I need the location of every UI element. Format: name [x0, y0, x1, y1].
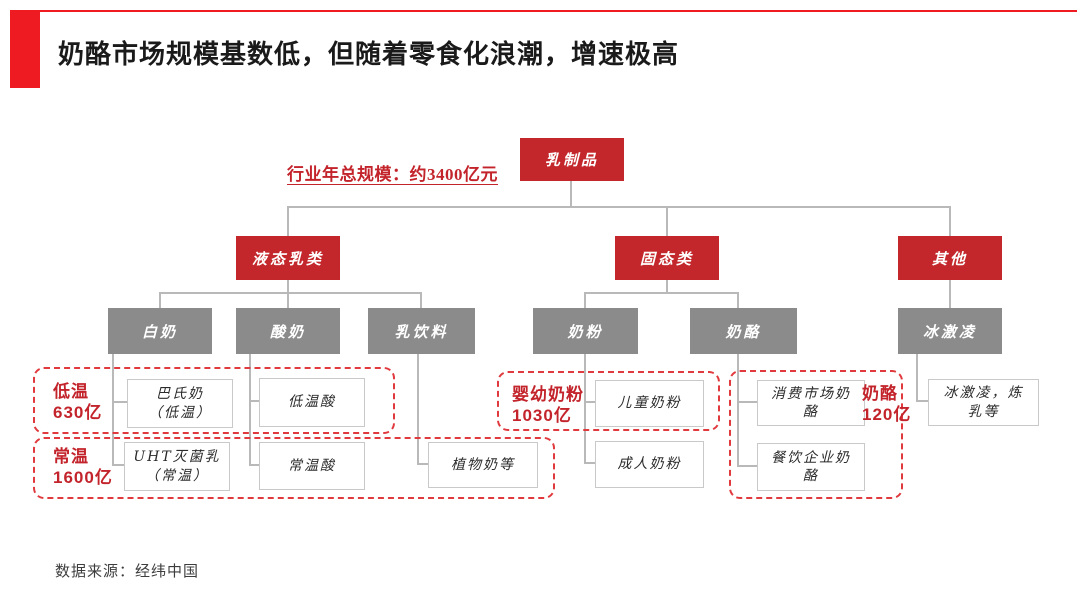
total-market-annotation: 行业年总规模：约3400亿元: [287, 165, 498, 184]
title-accent-square: [10, 11, 40, 88]
node-milk-powder: 奶粉: [533, 308, 638, 354]
data-source: 数据来源：经纬中国: [55, 564, 200, 580]
leaf-low-temp-yogurt: 低温酸: [259, 378, 365, 427]
node-solid-category: 固态类: [615, 236, 719, 280]
label-infant-powder-1030: 婴幼奶粉 1030亿: [512, 385, 584, 426]
group-low-temp-630: [33, 367, 395, 434]
leaf-consumer-cheese: 消费市场奶 酪: [757, 380, 865, 426]
group-infant-powder-1030: [497, 371, 720, 431]
label-cheese-120: 奶酪 120亿: [862, 384, 912, 425]
node-cheese: 奶酪: [690, 308, 797, 354]
node-other-category: 其他: [898, 236, 1002, 280]
node-liquid-milk: 液态乳类: [236, 236, 340, 280]
group-ambient-1600: [33, 437, 555, 499]
node-ice-cream: 冰激凌: [898, 308, 1002, 354]
group-cheese-120: [729, 370, 903, 499]
leaf-adult-powder: 成人奶粉: [595, 441, 704, 488]
top-accent-line: [10, 10, 1077, 12]
leaf-uht-milk: UHT灭菌乳 （常温）: [124, 442, 230, 491]
label-ambient-1600: 常温 1600亿: [53, 447, 113, 488]
leaf-children-powder: 儿童奶粉: [595, 380, 704, 427]
leaf-plant-milk: 植物奶等: [428, 442, 538, 488]
node-dairy-products: 乳制品: [520, 138, 624, 181]
leaf-ice-cream-condensed: 冰激凌，炼 乳等: [928, 379, 1039, 426]
label-low-temp-630: 低温 630亿: [53, 382, 103, 423]
leaf-catering-cheese: 餐饮企业奶 酪: [757, 443, 865, 491]
leaf-pasteurized-milk: 巴氏奶 （低温）: [127, 379, 233, 428]
node-yogurt: 酸奶: [236, 308, 340, 354]
node-white-milk: 白奶: [108, 308, 212, 354]
node-milk-drink: 乳饮料: [368, 308, 475, 354]
leaf-ambient-yogurt: 常温酸: [259, 442, 365, 490]
slide-title: 奶酪市场规模基数低，但随着零食化浪潮，增速极高: [58, 39, 680, 69]
